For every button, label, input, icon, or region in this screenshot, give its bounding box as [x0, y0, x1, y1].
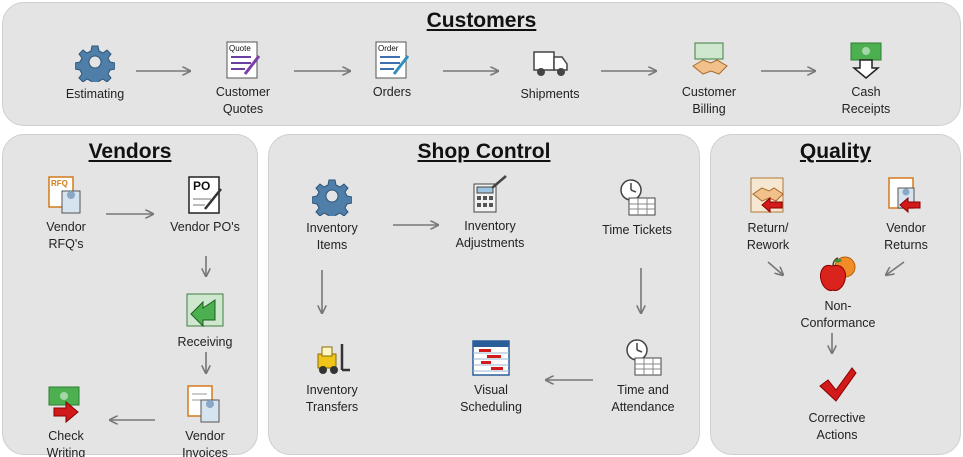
vendor-returns-label-1: Vendor [886, 221, 926, 235]
time-tickets-label: Time Tickets [602, 223, 672, 237]
visual-scheduling-node[interactable]: Visual Scheduling [436, 338, 546, 416]
inventory-items-label-2: Items [316, 238, 348, 252]
customer-billing-label-1: Customer [681, 85, 737, 99]
receiving-label: Receiving [177, 335, 233, 349]
quote-document-icon: Quote [226, 41, 261, 79]
vendor-returns-node[interactable]: Vendor Returns [851, 176, 961, 254]
order-document-icon: Order [375, 41, 410, 79]
rfq-clipboard-icon: RFQ [48, 176, 81, 214]
shipments-label: Shipments [520, 87, 580, 101]
cash-receipts-label-2: Receipts [841, 102, 891, 116]
cash-receipts-node[interactable]: Cash Receipts [811, 40, 921, 118]
po-icon-text: PO [193, 179, 210, 193]
orders-label: Orders [372, 85, 412, 99]
inventory-adjustments-label-1: Inventory [464, 219, 516, 233]
visual-scheduling-label-1: Visual [474, 383, 508, 397]
vendor-rfq-node[interactable]: RFQ Vendor RFQ's [11, 175, 121, 253]
cash-receipt-icon [850, 42, 882, 79]
handshake-return-icon [750, 177, 784, 214]
vendor-invoices-node[interactable]: Vendor Invoices [150, 384, 260, 457]
corrective-actions-label-2: Actions [816, 428, 858, 442]
check-writing-icon [48, 386, 80, 424]
orders-node[interactable]: Order Orders [337, 40, 447, 101]
inventory-items-node[interactable]: Inventory Items [277, 176, 387, 254]
vendor-return-icon [888, 177, 921, 214]
apple-orange-icon [820, 256, 856, 291]
clock-sheet-icon [626, 339, 662, 376]
shop-control-title: Shop Control [417, 140, 551, 163]
corrective-actions-label-1: Corrective [808, 411, 866, 425]
inventory-transfers-node[interactable]: Inventory Transfers [277, 338, 387, 416]
vendors-title: Vendors [88, 140, 172, 163]
gear-icon [75, 45, 115, 82]
customer-quotes-node[interactable]: Quote Customer Quotes [188, 40, 298, 118]
vendor-invoices-label-1: Vendor [185, 429, 225, 443]
customer-quotes-label-2: Quotes [222, 102, 264, 116]
receiving-node[interactable]: Receiving [150, 290, 260, 351]
clock-sheet-icon [620, 179, 656, 216]
schedule-grid-icon [472, 340, 510, 376]
customer-quotes-label-1: Customer [215, 85, 271, 99]
quality-title: Quality [799, 140, 872, 163]
non-conformance-label-1: Non- [824, 299, 852, 313]
vendor-rfq-label-1: Vendor [46, 220, 86, 234]
customers-panel: Customers [2, 2, 961, 126]
cash-receipts-label-1: Cash [851, 85, 881, 99]
customer-billing-node[interactable]: Customer Billing [654, 40, 764, 118]
vendor-returns-label-2: Returns [884, 238, 928, 252]
time-tickets-node[interactable]: Time Tickets [582, 178, 692, 239]
order-icon-text: Order [378, 44, 399, 53]
return-rework-label-2: Rework [746, 238, 790, 252]
calculator-icon [473, 175, 507, 213]
time-and-attendance-node[interactable]: Time and Attendance [588, 338, 698, 416]
non-conformance-label-2: Conformance [800, 316, 876, 330]
shipments-node[interactable]: Shipments [495, 42, 605, 103]
handshake-billing-icon [692, 42, 728, 75]
time-and-attendance-label-1: Time and [617, 383, 669, 397]
inventory-adjustments-node[interactable]: Inventory Adjustments [435, 174, 545, 252]
time-and-attendance-label-2: Attendance [611, 400, 675, 414]
check-writing-label-1: Check [48, 429, 84, 443]
inventory-transfers-label-1: Inventory [306, 383, 358, 397]
receiving-arrow-icon [186, 293, 224, 328]
corrective-actions-node[interactable]: Corrective Actions [782, 366, 892, 444]
po-document-icon: PO [188, 176, 222, 214]
inventory-adjustments-label-2: Adjustments [455, 236, 525, 250]
rfq-icon-text: RFQ [51, 179, 68, 188]
inventory-items-label-1: Inventory [306, 221, 358, 235]
quote-icon-text: Quote [229, 44, 251, 53]
non-conformance-node[interactable]: Non- Conformance [783, 254, 893, 332]
return-rework-label-1: Return/ [747, 221, 789, 235]
estimating-label: Estimating [65, 87, 125, 101]
check-writing-label-2: Writing [46, 446, 86, 457]
customer-billing-label-2: Billing [692, 102, 726, 116]
check-writing-node[interactable]: Check Writing [11, 384, 121, 457]
delivery-truck-icon [533, 51, 568, 76]
return-rework-node[interactable]: Return/ Rework [713, 176, 823, 254]
vendor-rfq-label-2: RFQ's [48, 237, 84, 251]
vendor-po-label: Vendor PO's [170, 220, 240, 234]
visual-scheduling-label-2: Scheduling [460, 400, 522, 414]
vendor-invoices-label-2: Invoices [182, 446, 228, 457]
customers-title: Customers [426, 9, 537, 32]
estimating-node[interactable]: Estimating [40, 42, 150, 103]
gear-icon [312, 179, 352, 216]
forklift-icon [317, 344, 350, 374]
checkmark-icon [819, 367, 857, 402]
vendor-invoice-icon [187, 385, 220, 423]
inventory-transfers-label-2: Transfers [305, 400, 359, 414]
vendor-po-node[interactable]: PO Vendor PO's [150, 175, 260, 236]
